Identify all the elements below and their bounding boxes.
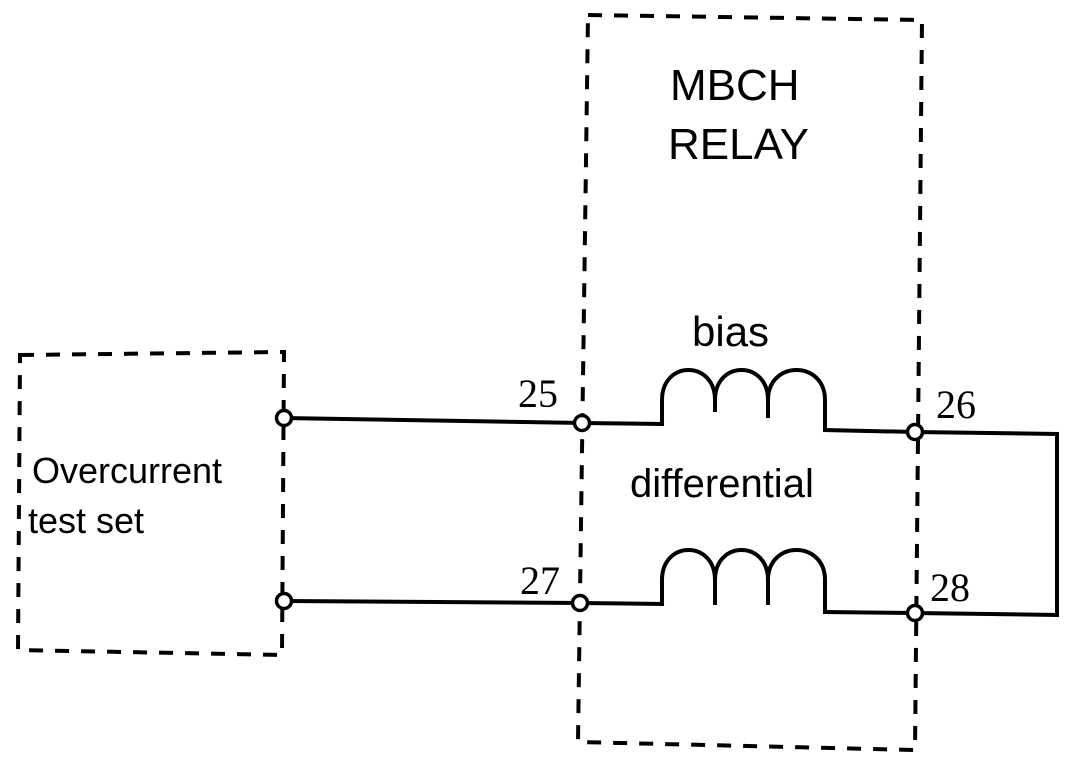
relay-title-line1: MBCH	[670, 61, 800, 110]
wire-27-to-differential-coil	[577, 600, 665, 607]
terminal-27-label: 27	[520, 558, 560, 603]
test-set-label-line1: Overcurrent	[32, 450, 222, 491]
wire-28-to-return	[912, 610, 1060, 618]
bias-coil	[660, 368, 827, 430]
differential-coil-label: differential	[630, 462, 814, 506]
wire-bias-coil-to-26	[822, 427, 918, 435]
differential-coil	[660, 548, 827, 612]
terminal-27	[570, 593, 590, 613]
terminal-25-label: 25	[518, 371, 558, 416]
relay-boundary	[575, 12, 925, 753]
terminal-26	[905, 422, 925, 442]
wire-26-to-return	[912, 429, 1060, 437]
terminal-28-label: 28	[930, 565, 970, 610]
wire-testset-to-25	[281, 415, 585, 426]
wire-differential-coil-to-28	[822, 609, 918, 616]
testset-terminal-bottom	[274, 591, 294, 611]
wire-25-to-bias-coil	[579, 420, 665, 427]
terminal-26-label: 26	[936, 382, 976, 427]
terminal-25	[572, 413, 592, 433]
terminal-28	[905, 603, 925, 623]
wire-testset-to-27	[281, 598, 583, 606]
relay-title-line2: RELAY	[668, 120, 809, 169]
bias-coil-label: bias	[692, 308, 769, 355]
testset-terminal-top	[274, 408, 294, 428]
test-set-label-line2: test set	[28, 500, 144, 541]
